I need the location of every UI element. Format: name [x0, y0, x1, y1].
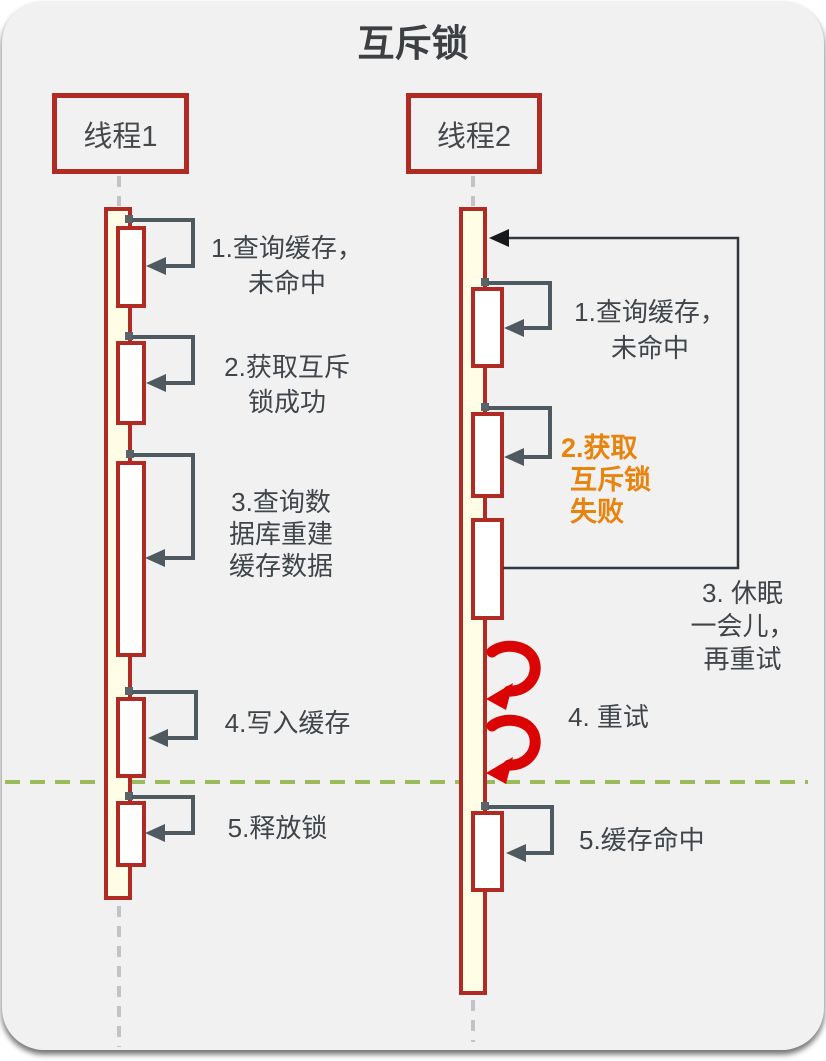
self-loop-arrow-icon	[125, 687, 198, 747]
retry-arrow-icon	[486, 714, 541, 784]
actor-label-thread1: 线程1	[83, 120, 158, 153]
message-line: 再重试	[703, 644, 782, 674]
actor-box-thread2: 线程2	[406, 93, 542, 174]
message-line: 3. 休眠	[702, 578, 783, 608]
message-line: 5.释放锁	[227, 813, 328, 843]
message-label-t2-2: 2.获取 互斥锁 失败	[561, 432, 701, 528]
actor-label-thread2: 线程2	[436, 120, 512, 153]
message-line: 锁成功	[247, 387, 326, 417]
message-line: 2.获取互斥	[224, 352, 350, 382]
message-line: 未命中	[247, 268, 326, 298]
nested-activation-t2-2	[471, 412, 504, 498]
self-loop-arrow-icon	[125, 215, 195, 275]
nested-activation-t1-2	[116, 341, 146, 425]
message-line: 据库重建	[228, 519, 333, 549]
loopback-arrow-icon	[489, 229, 740, 570]
message-label-t1-1: 1.查询缓存， 未命中	[192, 231, 382, 301]
message-line: 未命中	[610, 333, 689, 363]
nested-activation-t1-5	[116, 801, 146, 867]
message-label-t1-4: 4.写入缓存	[205, 706, 370, 741]
message-line: 5.缓存命中	[579, 825, 705, 855]
self-loop-arrow-icon	[481, 403, 552, 466]
self-loop-arrow-icon	[126, 450, 195, 567]
message-line: 2.获取	[561, 433, 638, 463]
message-label-t1-3: 3.查询数 据库重建 缓存数据	[197, 486, 365, 582]
nested-activation-t1-4	[116, 697, 146, 778]
diagram-title: 互斥锁	[357, 23, 469, 64]
message-line: 互斥锁	[570, 465, 651, 495]
message-line: 1.查询缓存，	[211, 233, 363, 263]
nested-activation-t2-1	[471, 287, 504, 368]
message-label-t2-1: 1.查询缓存， 未命中	[545, 294, 755, 366]
message-line: 4. 重试	[568, 702, 649, 732]
nested-activation-t2-3	[471, 518, 504, 620]
message-label-t2-3: 3. 休眠 一会儿， 再重试	[670, 577, 815, 676]
message-line: 缓存数据	[228, 551, 333, 581]
message-label-t1-2: 2.获取互斥 锁成功	[192, 350, 382, 420]
nested-activation-t1-3	[116, 461, 146, 657]
self-loop-arrow-icon	[125, 792, 195, 842]
message-line: 3.查询数	[231, 487, 331, 517]
message-label-t2-5: 5.缓存命中	[579, 823, 739, 858]
self-loop-arrow-icon	[481, 802, 554, 862]
message-line: 失败	[570, 497, 624, 527]
self-loop-arrow-icon	[125, 332, 195, 392]
self-loop-arrow-icon	[481, 278, 552, 337]
message-label-t1-5: 5.释放锁	[195, 811, 360, 846]
message-line: 1.查询缓存，	[574, 297, 726, 327]
message-line: 一会儿，	[690, 611, 795, 641]
retry-arrow-icon	[486, 640, 541, 710]
nested-activation-t1-1	[116, 226, 146, 308]
actor-box-thread1: 线程1	[52, 93, 189, 174]
message-line: 4.写入缓存	[224, 708, 351, 738]
nested-activation-t2-4	[471, 811, 504, 892]
message-label-t2-4: 4. 重试	[568, 700, 698, 735]
